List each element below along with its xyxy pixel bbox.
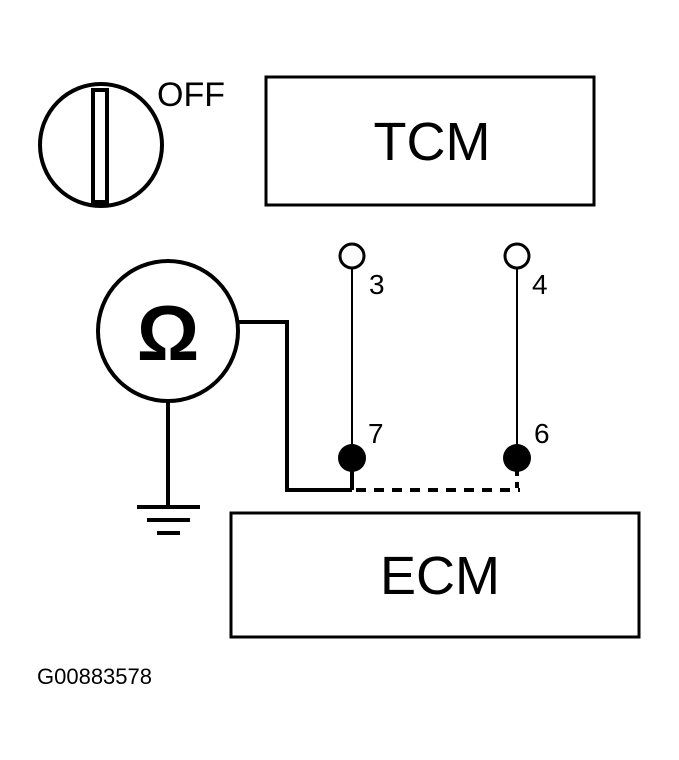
ohm-symbol: Ω xyxy=(137,289,200,377)
terminal-7-pin xyxy=(338,444,366,472)
ignition-switch-icon xyxy=(38,82,164,208)
ecm-box xyxy=(229,511,641,639)
ignition-off-label: OFF xyxy=(157,76,225,114)
terminal-6-label: 6 xyxy=(534,418,550,449)
terminal-3-open-pin xyxy=(338,242,366,270)
terminal-4-open-pin xyxy=(503,242,531,270)
terminal-4-label: 4 xyxy=(532,269,548,300)
meter-lead xyxy=(238,320,352,492)
ecm-label: ECM xyxy=(380,546,500,606)
terminal-6-pin xyxy=(503,444,531,472)
figure-id: G00883578 xyxy=(37,664,152,689)
tcm-label: TCM xyxy=(374,112,491,172)
ground-icon xyxy=(137,505,200,535)
terminal-3-label: 3 xyxy=(369,269,385,300)
terminal-7-label: 7 xyxy=(368,418,384,449)
tcm-box xyxy=(264,75,596,207)
